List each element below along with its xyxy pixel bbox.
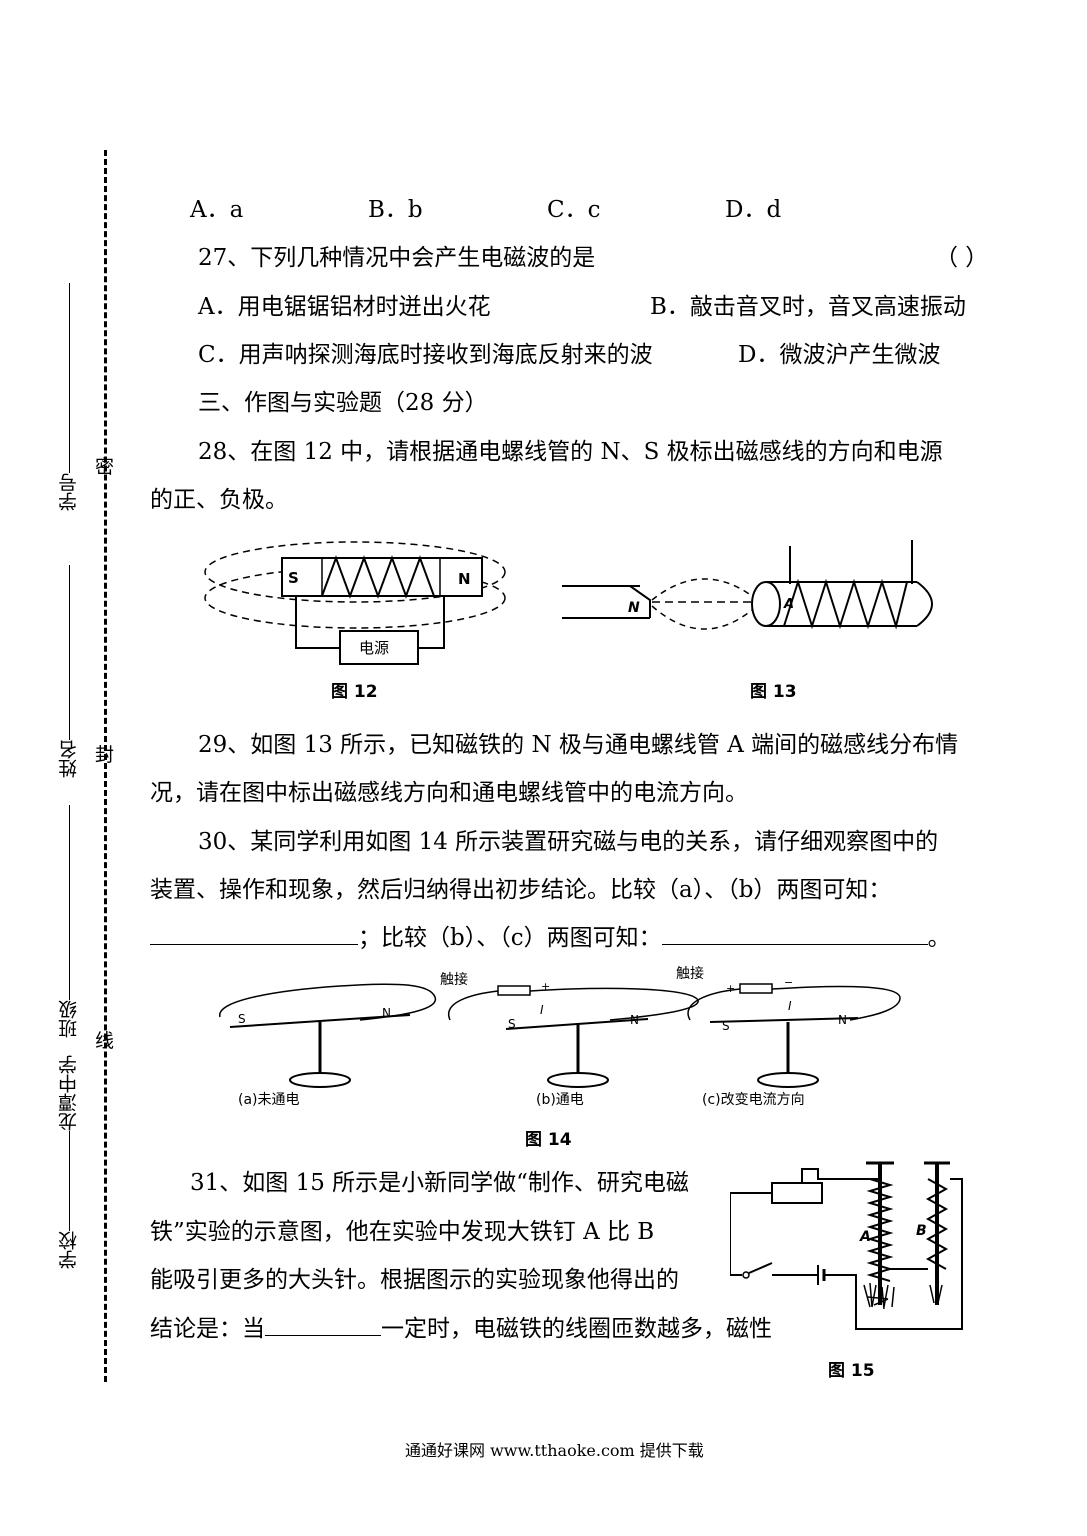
name-label: 姓名 bbox=[58, 740, 80, 778]
seal-char-feng: 封 bbox=[95, 744, 115, 766]
nail-b-label: B bbox=[916, 1223, 927, 1239]
needle-c-s-label: S bbox=[722, 1019, 730, 1033]
figure-13-caption: 图 13 bbox=[750, 682, 797, 702]
q31-line-2: 铁”实验的示意图，他在实验中发现大铁钉 A 比 B bbox=[150, 1219, 655, 1245]
pins-b bbox=[929, 1284, 943, 1305]
q30-line-3-end: 。 bbox=[927, 925, 951, 951]
school-field[interactable]: 学校龙潭中学 bbox=[55, 1055, 82, 1269]
student-id-label: 学号 bbox=[58, 473, 80, 511]
q26-option-d: D．d bbox=[725, 197, 782, 223]
coil-b bbox=[925, 1178, 949, 1270]
battery-b-plus: + bbox=[541, 980, 550, 993]
figure-12-caption: 图 12 bbox=[331, 682, 378, 702]
coil-windings bbox=[783, 578, 908, 630]
panel-b-touch-label: 触接 bbox=[440, 971, 468, 988]
field-line-bottom bbox=[651, 605, 753, 630]
q27-option-a: A．用电锯锯铝材时迸出火花 bbox=[198, 294, 491, 320]
battery-c bbox=[739, 983, 773, 994]
pole-s-label: S bbox=[288, 569, 299, 587]
solenoid-coil bbox=[321, 555, 435, 599]
needle-c bbox=[709, 1017, 859, 1023]
name-field[interactable]: 姓名 bbox=[55, 565, 82, 778]
panel-b-current-i: I bbox=[540, 1003, 544, 1017]
q31-blank[interactable] bbox=[265, 1313, 381, 1336]
rheostat bbox=[771, 1182, 823, 1204]
panel-c-current-i: I bbox=[788, 999, 792, 1013]
student-id-field[interactable]: 学号 bbox=[55, 283, 82, 511]
q26-option-a: A．a bbox=[190, 197, 244, 223]
panel-a-label: (a)未通电 bbox=[238, 1092, 300, 1108]
panel-c-touch-label: 触接 bbox=[676, 965, 704, 982]
figure-14-caption: 图 14 bbox=[525, 1130, 572, 1150]
school-name: 龙潭中学 bbox=[58, 1055, 80, 1131]
q30-blank-2[interactable] bbox=[661, 922, 928, 945]
q31-line-4-prefix: 结论是：当 bbox=[150, 1316, 265, 1342]
bar-magnet bbox=[629, 585, 651, 618]
school-label: 学校 bbox=[58, 1231, 80, 1269]
q31-line-1: 31、如图 15 所示是小新同学做“制作、研究电磁 bbox=[190, 1170, 689, 1196]
class-field[interactable]: 班级 bbox=[55, 805, 82, 1038]
q27-option-c: C．用声呐探测海底时接收到海底反射来的波 bbox=[198, 342, 653, 368]
power-source-label: 电源 bbox=[359, 639, 389, 657]
q28-line-2: 的正、负极。 bbox=[150, 487, 288, 513]
q31-line-4-suffix: 一定时，电磁铁的线圈匝数越多，磁性 bbox=[381, 1316, 772, 1342]
battery-b bbox=[497, 985, 531, 996]
pole-n-label: N bbox=[458, 570, 471, 588]
q27-option-d: D．微波沪产生微波 bbox=[738, 342, 941, 368]
seal-char-mi: 密 bbox=[95, 456, 115, 478]
solenoid-end-a-label: A bbox=[783, 597, 794, 612]
q26-option-c: C．c bbox=[547, 197, 601, 223]
coil-a bbox=[866, 1178, 894, 1282]
q30-line-2: 装置、操作和现象，然后归纳得出初步结论。比较（a）、（b）两图可知： bbox=[150, 877, 892, 903]
q30-line-3-middle: ；比较（b）、（c）两图可知： bbox=[358, 925, 662, 951]
seal-char-xian: 线 bbox=[95, 1030, 115, 1052]
panel-c-label: (c)改变电流方向 bbox=[702, 1092, 805, 1108]
figure-14-oersted-experiment: S N (a)未通电 触接 + I S N (b)通电 触接 + − I S N… bbox=[219, 965, 901, 1108]
q31-line-3: 能吸引更多的大头针。根据图示的实验现象他得出的 bbox=[150, 1267, 679, 1293]
panel-c-reversed-current: 触接 + − I S N (c)改变电流方向 bbox=[676, 965, 901, 1108]
class-label: 班级 bbox=[58, 1000, 80, 1038]
q30-line-1: 30、某同学利用如图 14 所示装置研究磁与电的关系，请仔细观察图中的 bbox=[198, 829, 939, 855]
q29-line-2: 况，请在图中标出磁感线方向和通电螺线管中的电流方向。 bbox=[150, 780, 748, 806]
needle-a-s-label: S bbox=[238, 1012, 246, 1026]
switch bbox=[748, 1262, 773, 1274]
needle-a-n-label: N bbox=[382, 1006, 391, 1020]
q28-line-1: 28、在图 12 中，请根据通电螺线管的 N、S 极标出磁感线的方向和电源 bbox=[198, 439, 943, 465]
figure-15-caption: 图 15 bbox=[828, 1361, 875, 1381]
page-footer: 通通好课网 www.tthaoke.com 提供下载 bbox=[405, 1441, 704, 1460]
figure-12-solenoid: S N 电源 bbox=[204, 541, 506, 665]
magnet-n-label: N bbox=[628, 600, 640, 616]
section-3-heading: 三、作图与实验题（28 分） bbox=[198, 390, 488, 416]
power-source-box bbox=[339, 630, 419, 665]
figure-13-magnet-solenoid: N A bbox=[562, 540, 933, 630]
q29-line-1: 29、如图 13 所示，已知磁铁的 N 极与通电螺线管 A 端间的磁感线分布情 bbox=[198, 732, 959, 758]
q30-blank-1[interactable] bbox=[150, 922, 358, 945]
battery-c-minus: − bbox=[784, 976, 793, 989]
panel-b-label: (b)通电 bbox=[536, 1092, 584, 1108]
q27-answer-bracket: （ ） bbox=[935, 245, 989, 271]
field-line-upper bbox=[204, 541, 506, 603]
panel-a-no-current: S N (a)未通电 bbox=[219, 983, 436, 1108]
q31-line-4: 结论是：当 一定时，电磁铁的线圈匝数越多，磁性 bbox=[150, 1309, 772, 1343]
q26-option-b: B．b bbox=[368, 197, 423, 223]
q27-stem: 27、下列几种情况中会产生电磁波的是 bbox=[198, 245, 596, 271]
needle-c-n-label: N bbox=[838, 1013, 847, 1027]
q27-option-b: B．敲击音叉时，音叉高速振动 bbox=[650, 294, 966, 320]
nail-a-label: A bbox=[859, 1229, 871, 1245]
needle-b-n-label: N bbox=[630, 1013, 639, 1027]
field-line-top bbox=[651, 578, 753, 601]
needle-a bbox=[229, 1014, 411, 1028]
solenoid-core bbox=[281, 557, 483, 597]
binding-dashed-line bbox=[104, 150, 107, 1382]
q30-line-3: ；比较（b）、（c）两图可知： 。 bbox=[150, 918, 951, 952]
figure-15-electromagnets: A B bbox=[730, 1161, 963, 1330]
battery-c-plus: + bbox=[726, 982, 735, 995]
pins-a bbox=[863, 1282, 895, 1310]
needle-b-s-label: S bbox=[508, 1017, 516, 1031]
panel-b-current-on: 触接 + I S N (b)通电 bbox=[440, 971, 699, 1108]
